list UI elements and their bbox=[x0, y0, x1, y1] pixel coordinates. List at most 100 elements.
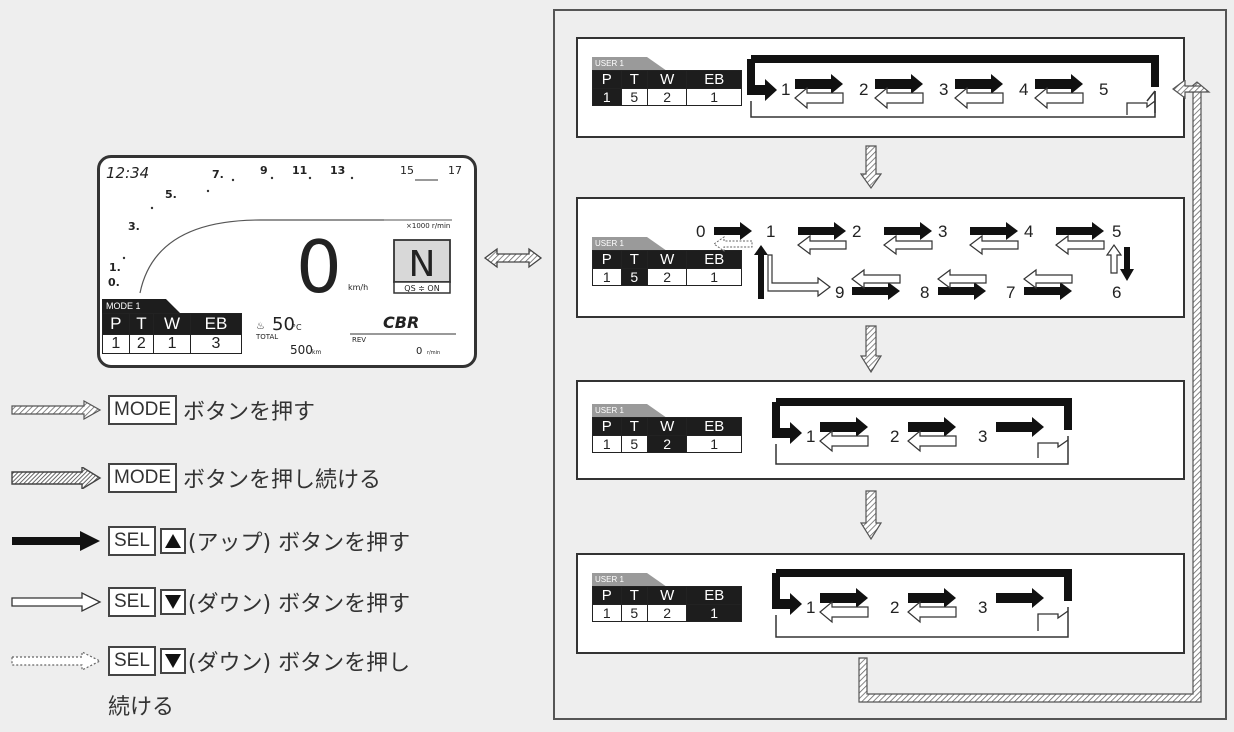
step-5: 5 bbox=[1099, 80, 1108, 99]
header-p: P bbox=[592, 586, 622, 605]
mode-tag-label: MODE 1 bbox=[106, 301, 141, 311]
legend-text: (ダウン) ボタンを押す bbox=[187, 592, 411, 617]
eb-cycle-diagram: 1 2 3 bbox=[772, 569, 1072, 638]
rev-label: REV bbox=[352, 336, 366, 344]
cluster-header-w: W bbox=[153, 313, 191, 335]
dotted-arrow-icon bbox=[11, 651, 102, 671]
header-t: T bbox=[620, 417, 649, 436]
header-w: W bbox=[646, 70, 688, 89]
legend-text: (アップ) ボタンを押す bbox=[187, 531, 411, 556]
legend-item-sel-up: SEL (アップ) ボタンを押す bbox=[10, 524, 410, 558]
return-loop-arrow bbox=[858, 80, 1211, 703]
step-6: 6 bbox=[1112, 283, 1121, 302]
step-4: 4 bbox=[1024, 222, 1033, 241]
outline-white-arrow-icon bbox=[11, 591, 102, 613]
step-3: 3 bbox=[939, 80, 948, 99]
value-t: 5 bbox=[620, 268, 649, 286]
value-p: 1 bbox=[592, 435, 622, 453]
header-t: T bbox=[620, 70, 649, 89]
header-p: P bbox=[592, 417, 622, 436]
down-triangle-icon bbox=[159, 648, 186, 674]
value-t: 5 bbox=[620, 604, 649, 622]
header-t: T bbox=[620, 250, 649, 269]
cluster-value-w: 1 bbox=[153, 334, 191, 354]
mode-button-label: MODE bbox=[108, 463, 177, 493]
user-tag-label: USER 1 bbox=[595, 575, 624, 584]
header-w: W bbox=[646, 250, 688, 269]
step-1: 1 bbox=[766, 222, 775, 241]
header-eb: EB bbox=[686, 586, 742, 605]
tach-label-17: 17 bbox=[448, 164, 462, 177]
tach-label-3: 3. bbox=[128, 220, 140, 233]
step-2: 2 bbox=[890, 598, 899, 617]
gear-box bbox=[393, 239, 451, 283]
legend-item-mode-press: MODE ボタンを押す bbox=[10, 393, 315, 427]
step-0: 0 bbox=[696, 222, 705, 241]
legend-item-sel-down-hold: SEL (ダウン) ボタンを押し bbox=[10, 644, 410, 678]
sel-button-label: SEL bbox=[108, 526, 156, 556]
user-tag: USER 1 bbox=[592, 237, 667, 251]
legend-text-continuation: 続ける bbox=[108, 695, 175, 720]
step-2: 2 bbox=[852, 222, 861, 241]
hatched-down-arrow-icon bbox=[860, 490, 882, 541]
step-arrows bbox=[794, 74, 1156, 115]
legend-text: ボタンを押し続ける bbox=[183, 468, 382, 493]
cluster-value-eb: 3 bbox=[189, 334, 243, 354]
tach-label-0: 0. bbox=[108, 276, 120, 289]
value-p: 1 bbox=[592, 268, 622, 286]
value-w: 2 bbox=[646, 435, 688, 453]
step-3: 3 bbox=[978, 598, 987, 617]
sel-button-label: SEL bbox=[108, 587, 156, 617]
rev-unit: r/min bbox=[427, 350, 440, 356]
step-7: 7 bbox=[1006, 283, 1015, 302]
total-unit: km bbox=[312, 349, 321, 356]
speed-value: 0 bbox=[296, 225, 342, 309]
hatched-thick-arrow-icon bbox=[11, 467, 102, 489]
qs-label: QS ≑ ON bbox=[404, 284, 439, 293]
header-eb: EB bbox=[686, 250, 742, 269]
value-t: 5 bbox=[620, 435, 649, 453]
value-eb: 1 bbox=[686, 435, 742, 453]
solid-black-arrow-icon bbox=[12, 531, 100, 551]
value-w: 2 bbox=[646, 604, 688, 622]
qs-box bbox=[393, 281, 451, 294]
hatched-down-arrow-icon bbox=[860, 325, 882, 374]
p-cycle-diagram: 1 2 3 4 5 bbox=[747, 55, 1159, 118]
hatched-thin-arrow-icon bbox=[11, 400, 102, 420]
temp-value: 50 bbox=[272, 314, 295, 335]
cluster-value-p: 1 bbox=[102, 334, 130, 354]
w-cycle-diagram: 1 2 3 bbox=[772, 398, 1072, 465]
header-w: W bbox=[646, 586, 688, 605]
step-4: 4 bbox=[1019, 80, 1028, 99]
speed-unit: km/h bbox=[348, 283, 368, 292]
double-arrow-icon bbox=[483, 247, 543, 269]
user-tag: USER 1 bbox=[592, 404, 667, 418]
step-1: 1 bbox=[806, 427, 815, 446]
tach-label-9: 9 bbox=[260, 164, 268, 177]
user-tag-label: USER 1 bbox=[595, 59, 624, 68]
legend-item-mode-hold: MODE ボタンを押し続ける bbox=[10, 461, 381, 495]
gear-indicator: N bbox=[409, 244, 436, 285]
cluster-mode-table: P T W EB 1 2 1 3 bbox=[102, 313, 243, 354]
cluster-header-p: P bbox=[102, 313, 130, 335]
legend-text: (ダウン) ボタンを押し bbox=[187, 651, 411, 676]
header-eb: EB bbox=[686, 70, 742, 89]
header-p: P bbox=[592, 70, 622, 89]
value-w: 2 bbox=[646, 88, 688, 106]
header-eb: EB bbox=[686, 417, 742, 436]
step-5: 5 bbox=[1112, 222, 1121, 241]
rpm-arc bbox=[139, 219, 384, 294]
step-8: 8 bbox=[920, 283, 929, 302]
tach-label-13: 13 bbox=[330, 164, 345, 177]
mode-button-label: MODE bbox=[108, 395, 177, 425]
temp-unit: °C bbox=[292, 323, 302, 332]
user-tag-label: USER 1 bbox=[595, 239, 624, 248]
tach-label-15: 15 bbox=[400, 164, 414, 177]
